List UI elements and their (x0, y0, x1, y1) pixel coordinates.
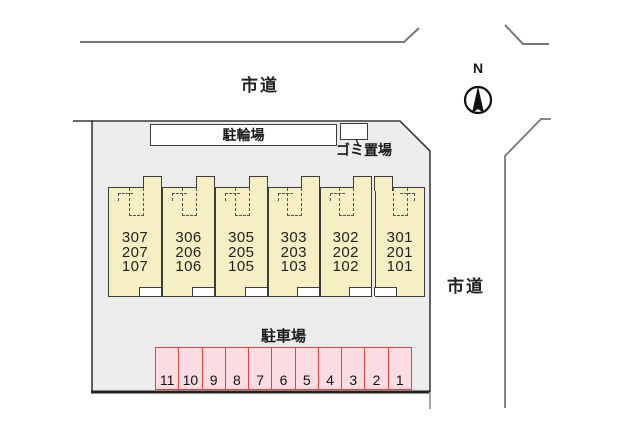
stair-path-dashed (330, 193, 345, 201)
stair-path-dashed (118, 193, 133, 201)
top-road-far-edge (80, 27, 420, 43)
room-number: 201 (386, 243, 413, 261)
room-number: 307 (121, 229, 149, 246)
room-number: 101 (386, 258, 413, 275)
stair-path-dashed (225, 193, 240, 201)
top-road-label: 市道 (241, 76, 279, 95)
compass-icon (463, 85, 493, 115)
parking-space: 2 (364, 348, 387, 389)
room-number: 206 (175, 243, 202, 261)
parking-lot-label: 駐車場 (260, 328, 306, 345)
room-number: 105 (228, 258, 255, 275)
parking-space: 7 (248, 348, 271, 389)
stairwell-dashed (338, 188, 354, 216)
bicycle-parking-label: 駐輪場 (222, 127, 265, 143)
parking-space: 10 (178, 348, 201, 389)
entrance-notch (139, 287, 163, 296)
entry-tab (301, 176, 321, 191)
room-number: 306 (175, 229, 202, 246)
room-number: 107 (121, 258, 149, 275)
right-road-label: 市道 (447, 277, 485, 296)
stairwell-dashed (234, 188, 250, 216)
parking-space: 4 (317, 348, 341, 389)
entrance-notch (244, 287, 268, 296)
garbage-area-box (340, 123, 368, 140)
room-number: 207 (121, 243, 149, 261)
entrance-notch (297, 287, 321, 296)
parking-space: 6 (271, 348, 294, 389)
stairwell-dashed (129, 188, 144, 216)
stair-path-dashed (172, 193, 187, 201)
stairwell-dashed (182, 188, 197, 216)
bicycle-parking-area: 駐輪場 (150, 124, 337, 146)
entry-tab (196, 176, 216, 191)
room-number: 303 (280, 229, 307, 246)
parking-space: 9 (201, 348, 225, 389)
compass-north-label: N (472, 60, 484, 76)
room-number: 205 (228, 243, 255, 261)
stair-path-dashed (400, 193, 415, 201)
right-road-far-edge (504, 118, 551, 408)
stairwell-dashed (287, 188, 302, 216)
room-number: 302 (332, 229, 359, 246)
parking-space: 3 (341, 348, 364, 389)
room-number: 301 (386, 229, 413, 246)
intersection-corner-line (504, 24, 549, 45)
parking-space: 8 (224, 348, 248, 389)
room-number: 202 (332, 243, 359, 261)
garbage-area-label: ゴミ置場 (336, 142, 392, 158)
entry-tab (248, 176, 268, 191)
stair-path-dashed (277, 193, 293, 201)
entry-tab (143, 176, 163, 191)
stairwell-dashed (392, 188, 408, 216)
parking-space: 1 (387, 348, 411, 389)
entry-tab (374, 176, 394, 191)
room-number: 102 (332, 258, 359, 275)
parking-space: 5 (294, 348, 318, 389)
room-number: 106 (175, 258, 202, 275)
room-number: 203 (280, 243, 307, 261)
room-number: 103 (280, 258, 307, 275)
entry-tab (352, 176, 372, 191)
parking-space: 11 (159, 372, 175, 388)
entrance-notch (192, 287, 216, 296)
entrance-notch (348, 287, 372, 296)
entrance-notch (374, 287, 398, 296)
room-number: 305 (228, 229, 255, 246)
